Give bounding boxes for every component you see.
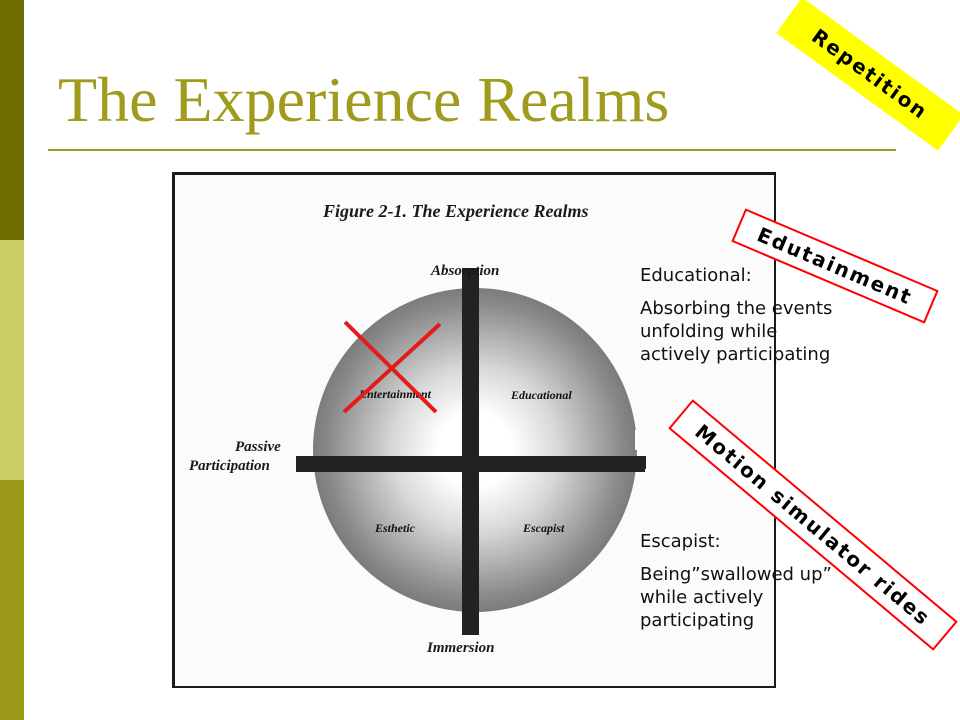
escapist-note: Escapist: Being”swallowed up” while acti…: [640, 530, 870, 632]
educational-body: Absorbing the events unfolding while act…: [640, 298, 833, 365]
horizontal-axis-bar: [296, 456, 646, 472]
cross-out-mark-icon: [342, 320, 442, 414]
sidebar-segment-mid: [0, 480, 24, 720]
quadrant-label-escapist: Escapist: [523, 521, 565, 535]
sidebar-accent: [0, 0, 24, 720]
educational-heading: Educational:: [640, 265, 752, 286]
repetition-banner: Repetition: [776, 0, 960, 151]
sidebar-segment-dark: [0, 0, 24, 240]
axis-label-absorption: Absorption: [431, 263, 500, 279]
axis-label-passive: Passive: [235, 439, 281, 455]
educational-note: Educational: Absorbing the events unfold…: [640, 264, 870, 366]
escapist-body: Being”swallowed up” while actively parti…: [640, 564, 832, 631]
axis-label-participation: Participation: [189, 458, 270, 474]
label-cover-lower: [645, 469, 745, 489]
quadrant-label-educational: Educational: [511, 388, 572, 402]
vertical-axis-bar: [462, 268, 479, 635]
axis-label-immersion: Immersion: [427, 640, 495, 656]
escapist-heading: Escapist:: [640, 531, 721, 552]
slide-title: The Experience Realms: [58, 64, 670, 135]
figure-title: Figure 2-1. The Experience Realms: [323, 201, 589, 221]
quadrant-label-esthetic: Esthetic: [375, 521, 416, 535]
sidebar-segment-light: [0, 240, 24, 480]
title-divider: [48, 149, 896, 151]
